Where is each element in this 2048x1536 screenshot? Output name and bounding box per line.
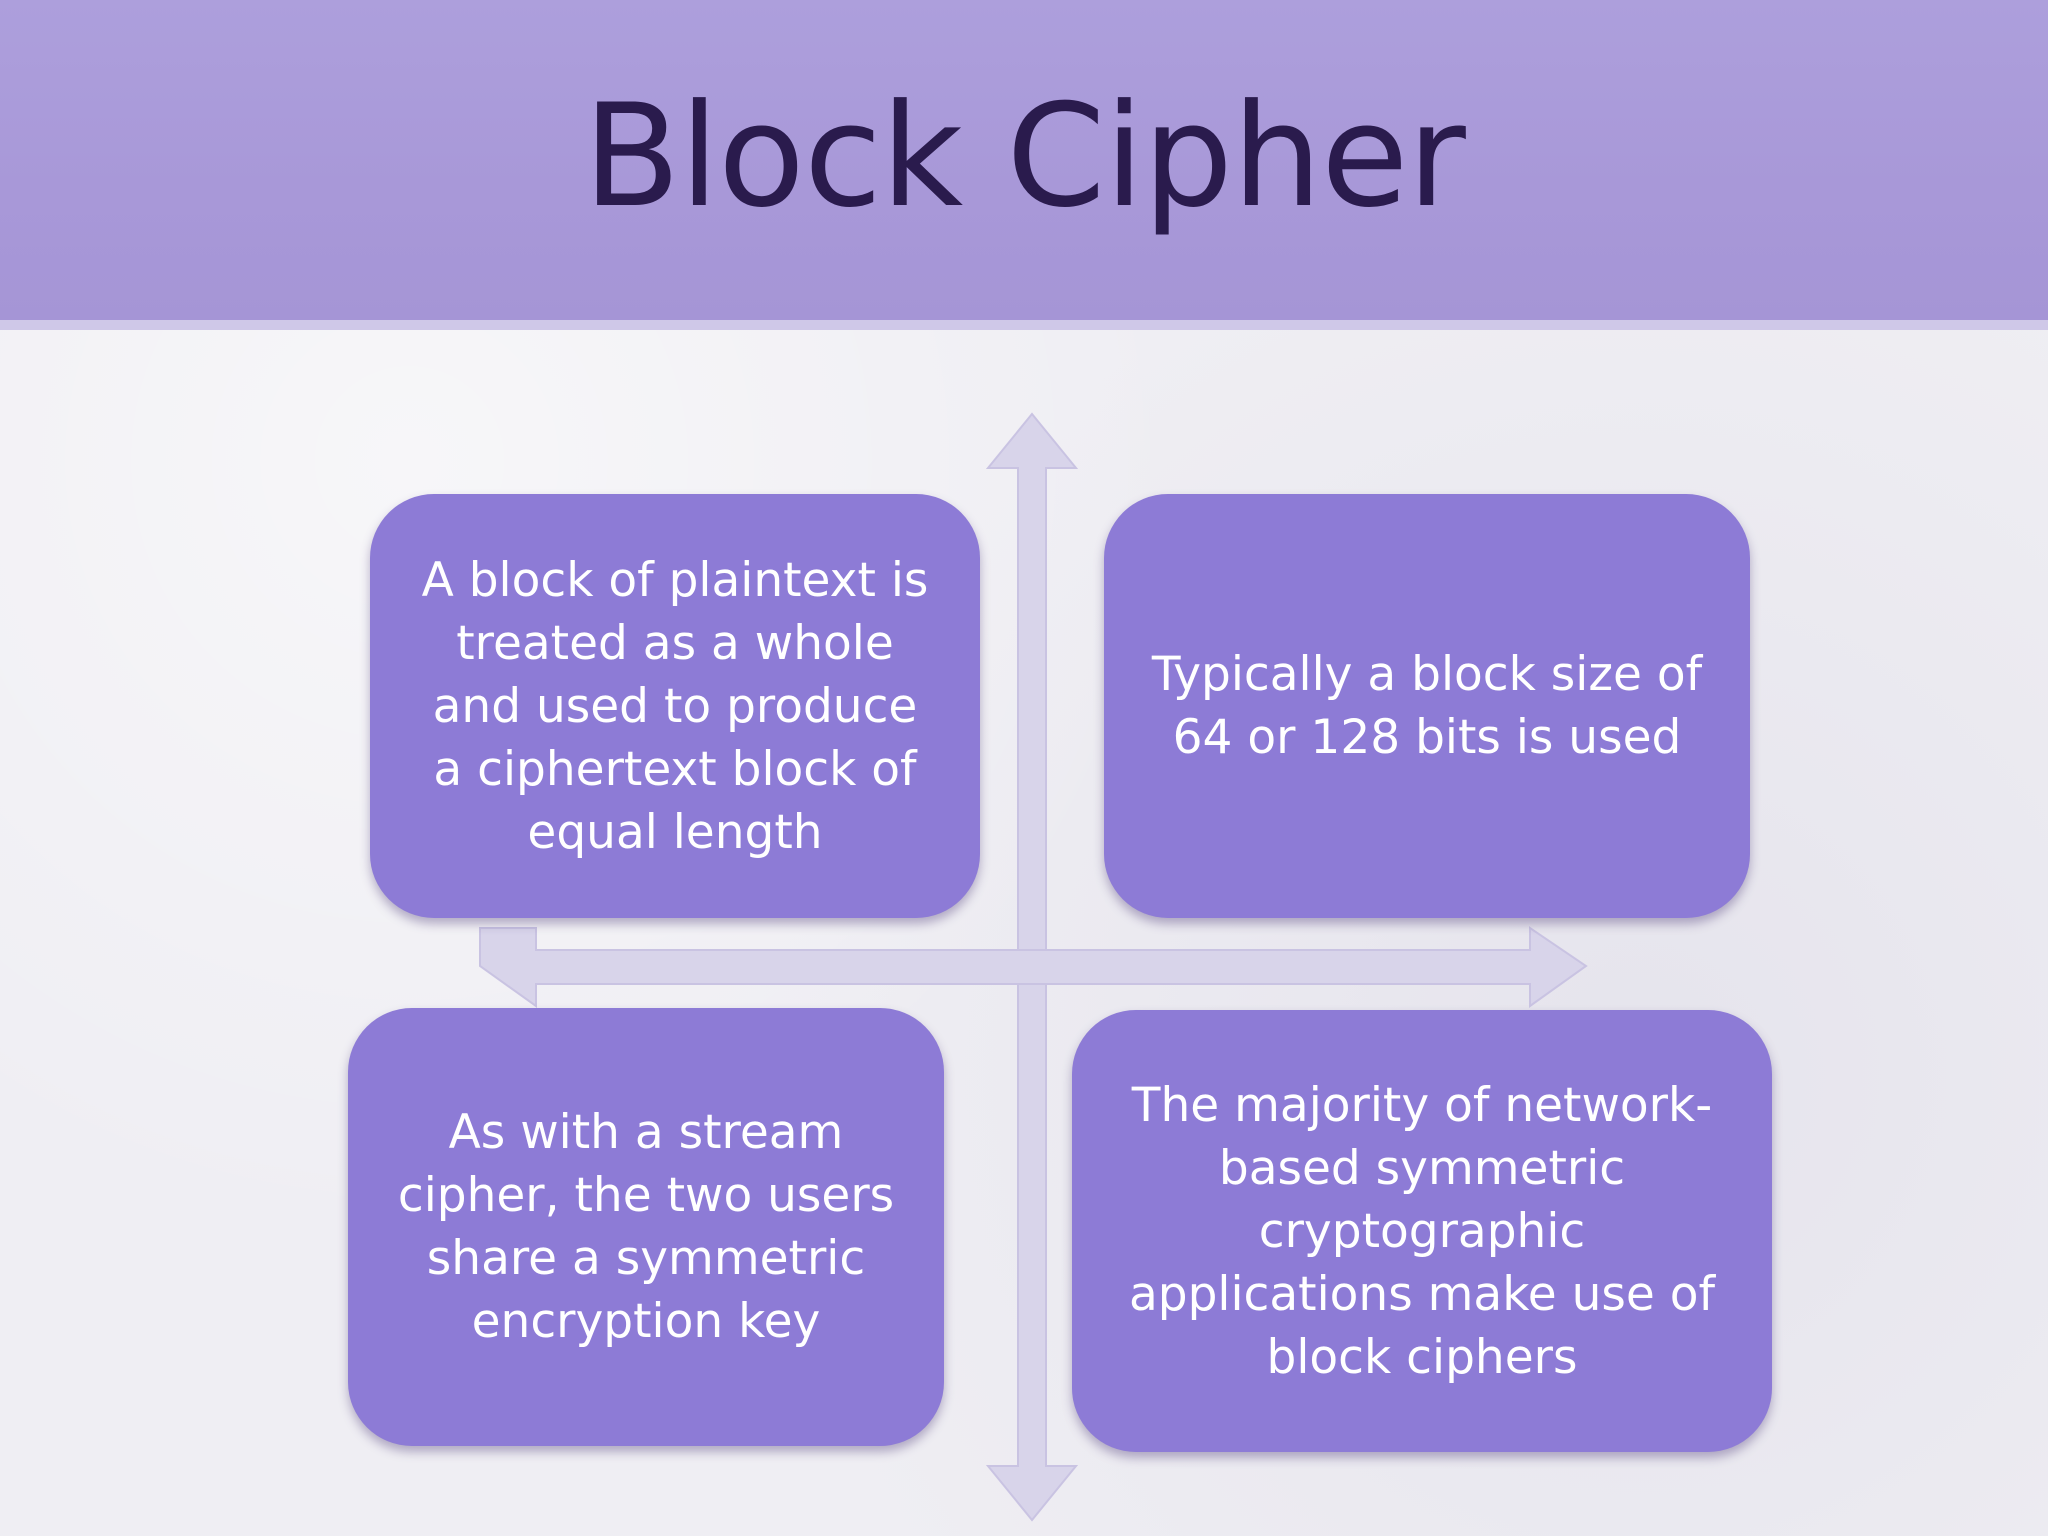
title-band (0, 0, 2048, 330)
quadrant-bottom-right: The majority of network- based symmetric… (1072, 1010, 1772, 1452)
quadrant-top-left-text: A block of plaintext is treated as a who… (421, 552, 929, 860)
horizontal-axis-arrow (479, 926, 1588, 1008)
quadrant-top-right-text: Typically a block size of 64 or 128 bits… (1151, 647, 1703, 765)
quadrant-bottom-right-text: The majority of network- based symmetric… (1128, 1077, 1716, 1385)
quadrant-top-left: A block of plaintext is treated as a who… (370, 494, 980, 918)
slide-title: Block Cipher (583, 74, 1466, 239)
quadrant-top-right: Typically a block size of 64 or 128 bits… (1104, 494, 1750, 918)
quadrant-bottom-left-text: As with a stream cipher, the two users s… (397, 1105, 895, 1349)
quadrant-bottom-left: As with a stream cipher, the two users s… (348, 1008, 944, 1446)
